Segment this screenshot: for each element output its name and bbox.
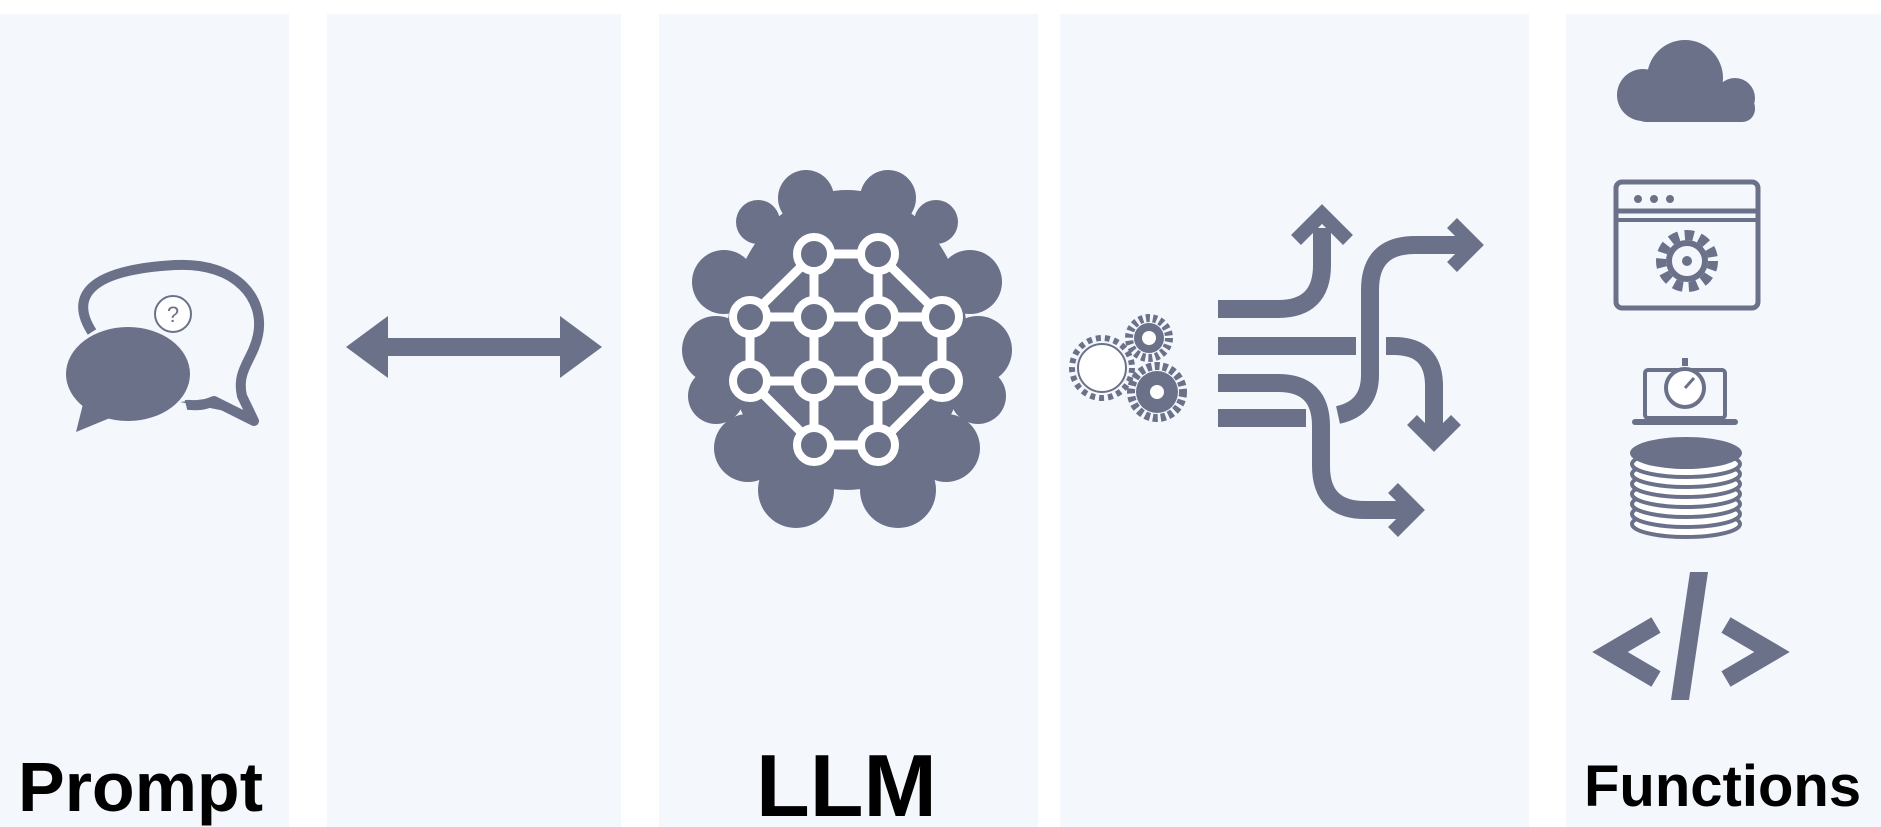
- gear-icon: [1127, 362, 1187, 422]
- panel-prompt: [0, 14, 289, 827]
- label-functions: Functions: [1584, 754, 1862, 819]
- svg-text:?: ?: [167, 302, 179, 327]
- cloud-icon: [1617, 40, 1755, 122]
- gears-routing-arrows-icon: [1069, 204, 1484, 537]
- label-llm: LLM: [756, 736, 937, 827]
- laptop-stopwatch-icon: [1632, 358, 1738, 425]
- brain-network-icon: [682, 170, 1012, 528]
- panel-arrow: [327, 14, 621, 827]
- browser-settings-icon: [1613, 179, 1761, 311]
- gear-icon: [1656, 230, 1718, 292]
- double-arrow-icon: [346, 316, 602, 378]
- code-brackets-icon: [1592, 572, 1790, 700]
- gear-icon: [1125, 314, 1173, 362]
- label-prompt: Prompt: [18, 748, 263, 826]
- speech-bubbles-question-icon: ?: [66, 259, 265, 432]
- database-stack-icon: [1630, 437, 1742, 539]
- gear-outline-icon: [1069, 335, 1135, 401]
